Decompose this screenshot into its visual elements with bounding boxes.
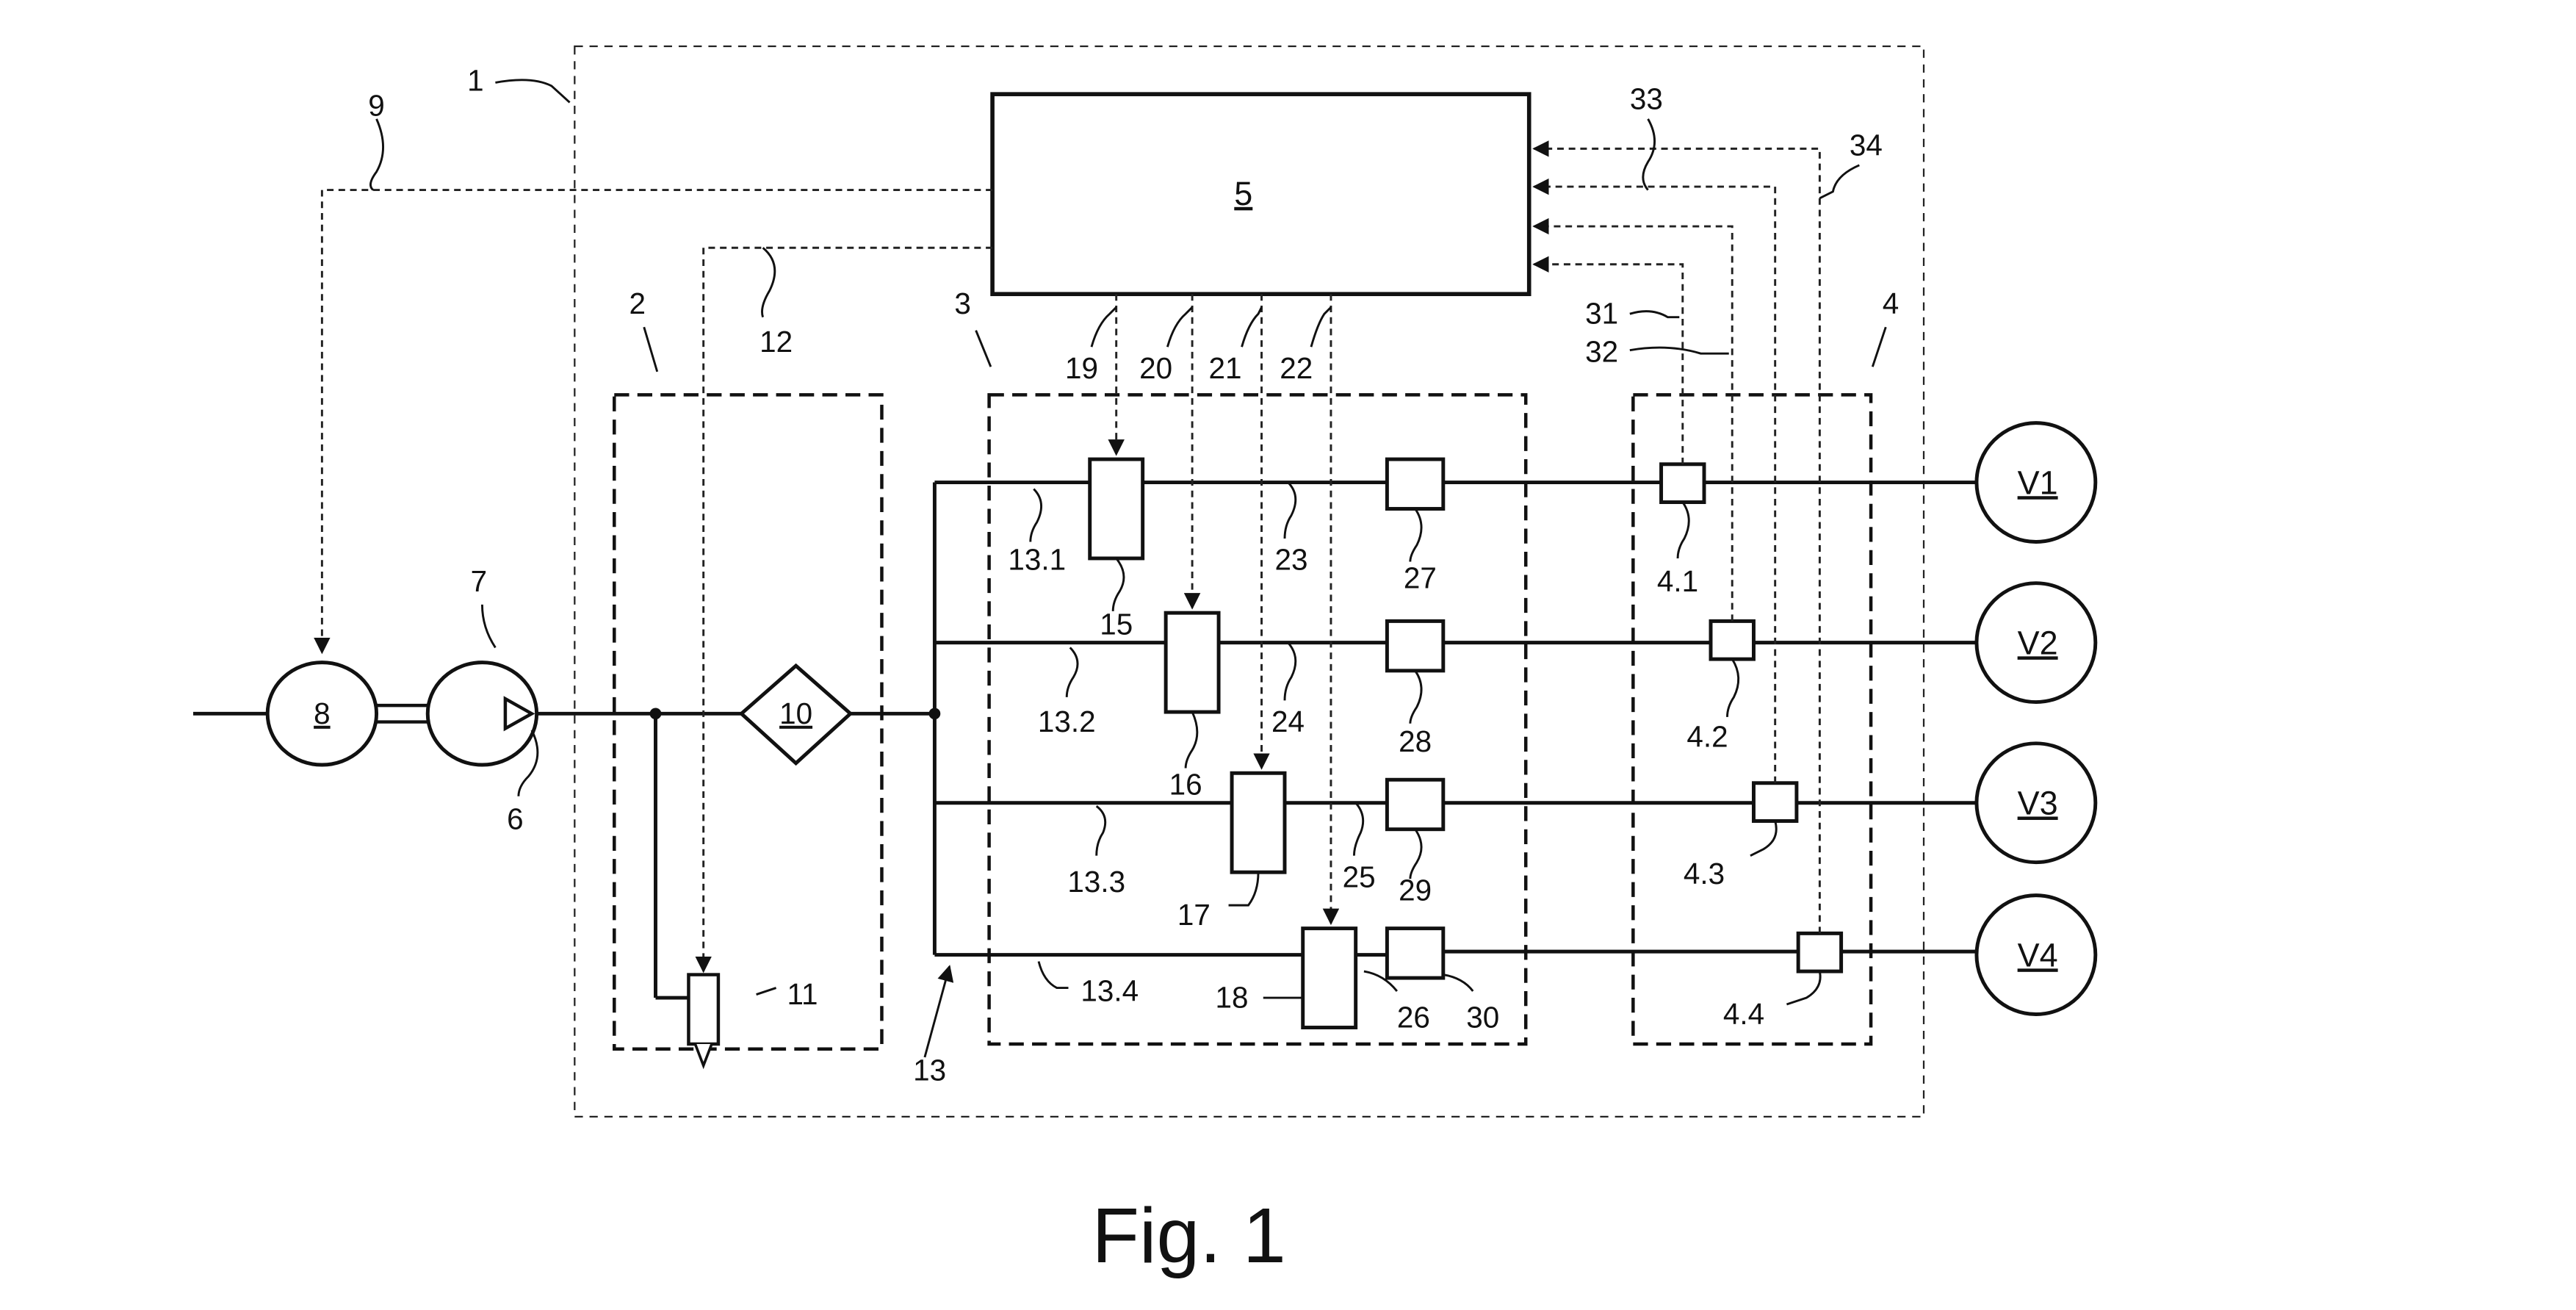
ref-4-1: 4.1 xyxy=(1657,564,1698,598)
valve-16 xyxy=(1163,611,1221,714)
ref-2: 2 xyxy=(629,287,646,320)
sensor-4-4 xyxy=(1796,931,1844,973)
ref-28: 28 xyxy=(1399,724,1432,758)
ref-30: 30 xyxy=(1466,1001,1499,1034)
ref-3: 3 xyxy=(954,287,970,320)
consumer-v4-label: V4 xyxy=(2018,936,2058,973)
figure-caption: Fig. 1 xyxy=(1092,1192,1286,1279)
ref-13: 13 xyxy=(913,1053,946,1087)
ref-1: 1 xyxy=(467,64,483,98)
supply-line xyxy=(193,481,1977,1000)
junction-dot xyxy=(928,708,941,720)
motor xyxy=(265,661,379,767)
ref-18: 18 xyxy=(1216,981,1249,1015)
ref-13-3: 13.3 xyxy=(1067,865,1125,899)
ref-19: 19 xyxy=(1065,351,1098,385)
sensor-30 xyxy=(1385,926,1446,980)
ref-29: 29 xyxy=(1399,873,1432,907)
valve-15 xyxy=(1088,457,1145,561)
ref-21: 21 xyxy=(1209,351,1242,385)
ref-31: 31 xyxy=(1585,297,1618,331)
drain-valve xyxy=(687,973,721,1070)
ref-27: 27 xyxy=(1404,561,1437,594)
ref-22: 22 xyxy=(1280,351,1313,385)
leader-lines xyxy=(369,79,1887,1058)
junction-dot xyxy=(649,708,662,720)
ref-23: 23 xyxy=(1274,543,1307,577)
consumer-v2-label: V2 xyxy=(2018,624,2058,661)
assembly-2-boundary xyxy=(613,393,884,1051)
ref-11: 11 xyxy=(787,977,818,1011)
system-boundary xyxy=(574,45,1925,1118)
ref-20: 20 xyxy=(1139,351,1172,385)
ref-32: 32 xyxy=(1585,334,1618,368)
pump xyxy=(425,661,539,767)
ref-16: 16 xyxy=(1169,767,1202,801)
sensor-28 xyxy=(1385,619,1446,673)
consumer-v2: V2 xyxy=(1974,581,2098,705)
ref-4-2: 4.2 xyxy=(1686,719,1728,753)
consumer-v1-label: V1 xyxy=(2018,464,2058,501)
consumer-v3: V3 xyxy=(1974,741,2098,865)
ref-7: 7 xyxy=(471,564,487,598)
ref-17: 17 xyxy=(1177,898,1211,932)
ref-4-3: 4.3 xyxy=(1684,857,1725,890)
valve-17 xyxy=(1230,771,1287,874)
assembly-3-boundary xyxy=(987,393,1528,1046)
motor-label: 8 xyxy=(314,697,330,730)
sensor-4-2 xyxy=(1709,619,1756,661)
ref-34: 34 xyxy=(1850,128,1883,162)
ref-12: 12 xyxy=(760,325,793,359)
sensor-29 xyxy=(1385,777,1446,832)
controller-label: 5 xyxy=(1234,175,1252,212)
consumer-v4: V4 xyxy=(1974,893,2098,1017)
ref-25: 25 xyxy=(1343,860,1376,893)
ref-24: 24 xyxy=(1271,705,1305,738)
sensor-4-3 xyxy=(1751,781,1799,823)
reference-labels: 1 9 12 2 3 4 7 6 11 13 19 20 21 22 13.1 … xyxy=(368,64,1899,1087)
filter-label: 10 xyxy=(779,697,812,730)
ref-26: 26 xyxy=(1397,1001,1430,1034)
consumer-v3-label: V3 xyxy=(2018,784,2058,821)
control-lines xyxy=(314,140,1821,973)
ref-13-1: 13.1 xyxy=(1008,543,1066,577)
sensor-27 xyxy=(1385,457,1446,511)
sensor-4-1 xyxy=(1659,462,1706,504)
ref-4-4: 4.4 xyxy=(1723,997,1764,1031)
motor-pump-coupling xyxy=(376,703,430,724)
consumer-v1: V1 xyxy=(1974,421,2098,544)
filter xyxy=(738,663,854,766)
ref-33: 33 xyxy=(1630,82,1663,115)
ref-9: 9 xyxy=(368,88,384,122)
assembly-4-boundary xyxy=(1631,393,1873,1046)
ref-13-4: 13.4 xyxy=(1080,974,1139,1008)
controller-box xyxy=(990,92,1531,297)
valve-18 xyxy=(1301,926,1358,1029)
ref-13-2: 13.2 xyxy=(1038,705,1096,738)
ref-6: 6 xyxy=(507,802,523,836)
ref-4: 4 xyxy=(1883,287,1899,320)
ref-15: 15 xyxy=(1100,607,1133,641)
